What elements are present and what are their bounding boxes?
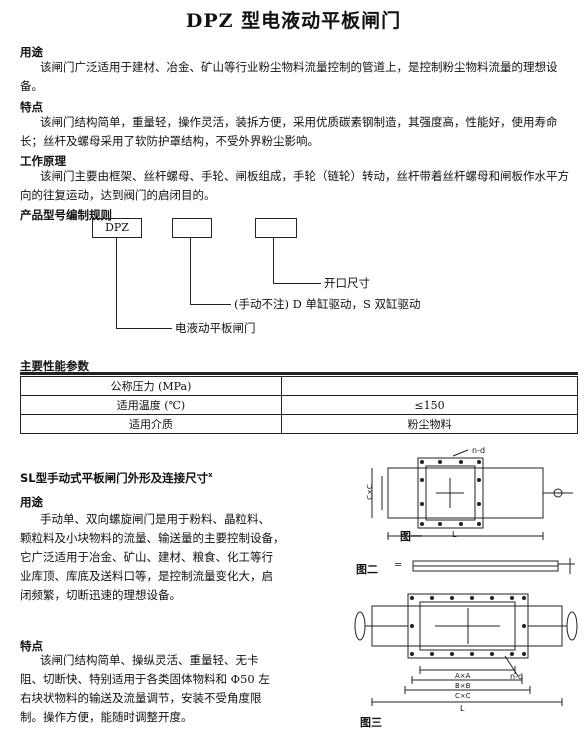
model-label-dpz: 电液动平板闸门 bbox=[175, 321, 256, 335]
connector-size-v bbox=[273, 237, 274, 283]
connector-dpz-h bbox=[116, 328, 172, 329]
model-box-size bbox=[255, 218, 297, 238]
figure-1-drawing bbox=[371, 449, 573, 540]
connector-drive-v bbox=[190, 237, 191, 304]
sl-use-text: 手动单、双向螺旋闸门是用于粉料、晶粒料、 颗粒料及小块物料的流量、输送量的主要控… bbox=[20, 510, 305, 605]
params-table: 公称压力 (MPa) 适用温度 (℃) ≤150 适用介质 粉尘物料 bbox=[20, 376, 578, 434]
fig2-eq-label: = bbox=[394, 560, 403, 571]
figure-3-drawing bbox=[354, 593, 578, 706]
connector-drive-h bbox=[190, 304, 231, 305]
sl-use-heading: 用途 bbox=[20, 495, 43, 509]
params-top-rule bbox=[20, 372, 578, 375]
sl-use-line: 它广泛适用于冶金、矿山、建材、粮食、化工等行 bbox=[20, 550, 273, 564]
sl-use-line: 颗粒料及小块物料的流量、输送量的主要控制设备， bbox=[20, 531, 285, 545]
sl-use-line: 闭频繁，切断迅速的理想设备。 bbox=[20, 588, 181, 602]
model-box-dpz: DPZ bbox=[92, 218, 142, 238]
sl-features-text: 该闸门结构简单、操纵灵活、重量轻、无卡 阻、切断快、特别适用于各类固体物料和 Φ… bbox=[20, 651, 305, 727]
param-name: 适用温度 (℃) bbox=[20, 395, 282, 415]
param-value: 粉尘物料 bbox=[281, 414, 578, 434]
fig3-l-label: L bbox=[460, 704, 465, 713]
sl-heading-text: SL型手动式平板闸门外形及连接尺寸 bbox=[20, 471, 209, 485]
principle-heading: 工作原理 bbox=[20, 154, 66, 168]
fig3-aa-label: A×A bbox=[455, 672, 471, 680]
connector-dpz-v bbox=[116, 237, 117, 328]
sl-use-line: 手动单、双向螺旋闸门是用于粉料、晶粒料、 bbox=[40, 512, 270, 526]
fig1-cc-label: C×C bbox=[365, 484, 374, 500]
param-value bbox=[281, 376, 578, 396]
table-row: 公称压力 (MPa) bbox=[20, 376, 578, 396]
use-heading: 用途 bbox=[20, 45, 43, 59]
sl-feat-line: 右块状物料的输送及流量调节，安装不受角度限 bbox=[20, 691, 262, 705]
sl-heading: SL型手动式平板闸门外形及连接尺寸x bbox=[20, 470, 213, 486]
connector-size-h bbox=[273, 283, 321, 284]
table-row: 适用温度 (℃) ≤150 bbox=[20, 395, 578, 415]
page-title: DPZ 型电液动平板闸门 bbox=[185, 10, 402, 32]
fig1-l-label: L bbox=[452, 530, 457, 539]
fig3-cc-label: C×C bbox=[455, 692, 471, 700]
principle-text-line1: 该闸门主要由框架、丝杆螺母、手轮、闸板组成，手轮（链轮）转动，丝杆带着丝杆螺母和… bbox=[40, 169, 569, 183]
param-name: 公称压力 (MPa) bbox=[20, 376, 282, 396]
sl-feat-line: 该闸门结构简单、操纵灵活、重量轻、无卡 bbox=[40, 653, 259, 667]
sl-features-heading: 特点 bbox=[20, 639, 43, 653]
model-box-drive bbox=[172, 218, 212, 238]
figure-2-label: 图二 bbox=[356, 563, 378, 576]
param-name: 适用介质 bbox=[20, 414, 282, 434]
fig3-nd-label: n-d bbox=[510, 672, 524, 681]
model-label-size: 开口尺寸 bbox=[324, 276, 370, 290]
features-text-line2: 长；丝杆及螺母采用了软防护罩结构，不受外界粉尘影响。 bbox=[20, 134, 319, 148]
param-value: ≤150 bbox=[281, 395, 578, 415]
sl-feat-line: 制。操作方便，能随时调整开度。 bbox=[20, 710, 193, 724]
model-label-drive: (手动不注) D 单缸驱动，S 双缸驱动 bbox=[234, 297, 421, 311]
figure-3-label: 图三 bbox=[360, 716, 382, 729]
sl-use-line: 业库顶、库底及送料口等，是控制流量变化大，启 bbox=[20, 569, 273, 583]
figure-2-drawing bbox=[412, 558, 575, 574]
use-text-line1: 该闸门广泛适用于建材、冶金、矿山等行业粉尘物料流量控制的管道上，是控制粉尘物料流… bbox=[40, 60, 558, 74]
fig1-nd-label: n-d bbox=[472, 446, 486, 455]
use-text-line2: 备。 bbox=[20, 79, 43, 93]
sl-feat-line: 阻、切断快、特别适用于各类固体物料和 Φ50 左 bbox=[20, 672, 270, 686]
features-text-line1: 该闸门结构简单，重量轻，操作灵活，装拆方便，采用优质碳素钢制造，其强度高，性能好… bbox=[40, 115, 558, 129]
features-heading: 特点 bbox=[20, 100, 43, 114]
fig3-bb-label: B×B bbox=[455, 682, 471, 690]
params-heading: 主要性能参数 bbox=[20, 359, 89, 373]
figure-1-label: 图一 bbox=[400, 530, 422, 543]
principle-text-line2: 向的往复运动，达到阀门的启闭目的。 bbox=[20, 188, 216, 202]
model-heading: 产品型号编制规则 bbox=[20, 208, 112, 222]
table-row: 适用介质 粉尘物料 bbox=[20, 414, 578, 434]
sl-heading-sup: x bbox=[208, 471, 213, 480]
